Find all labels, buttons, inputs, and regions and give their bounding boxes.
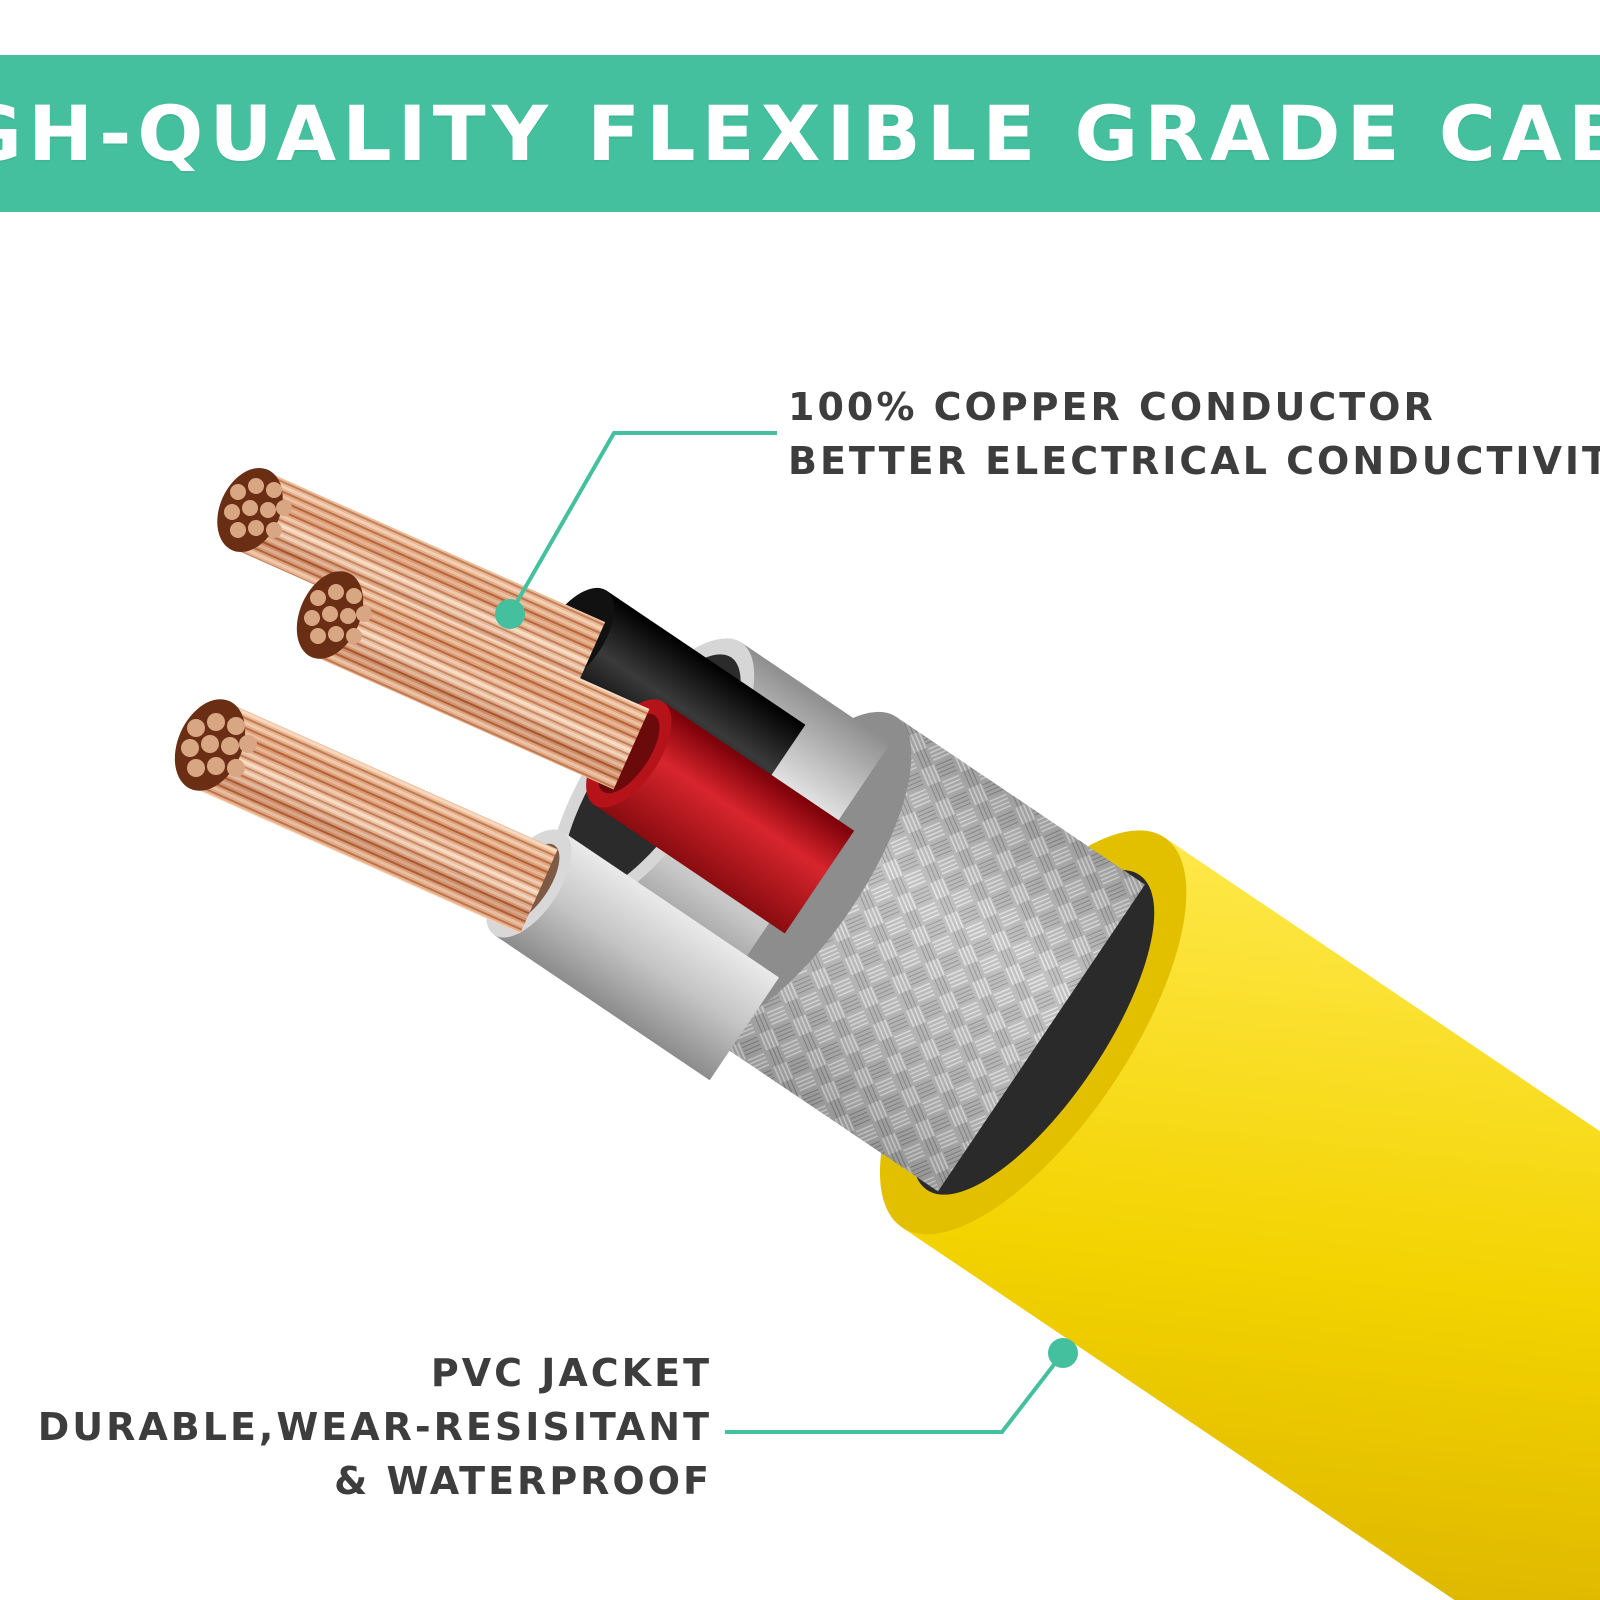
jacket-callout-dot [1048, 1338, 1078, 1368]
conductor-callout-subtitle: BETTER ELECTRICAL CONDUCTIVITY [788, 439, 1600, 483]
jacket-callout-line-2: DURABLE,WEAR-RESISITANT [37, 1405, 712, 1449]
jacket-callout-line-3: & WATERPROOF [334, 1459, 712, 1503]
banner-title: HIGH-QUALITY FLEXIBLE GRADE CABLE [0, 89, 1600, 178]
jacket-callout-title: PVC JACKET [430, 1351, 712, 1395]
conductor-callout-dot [495, 599, 525, 629]
copper-strands [174, 467, 650, 934]
conductor-callout: 100% COPPER CONDUCTOR BETTER ELECTRICAL … [788, 380, 1600, 488]
conductor-callout-title: 100% COPPER CONDUCTOR [788, 385, 1436, 429]
conductor-callout-leader [508, 431, 777, 615]
jacket-callout: PVC JACKET DURABLE,WEAR-RESISITANT & WAT… [38, 1346, 712, 1508]
header-banner: HIGH-QUALITY FLEXIBLE GRADE CABLE [0, 55, 1600, 212]
jacket-callout-leader [725, 1351, 1065, 1434]
